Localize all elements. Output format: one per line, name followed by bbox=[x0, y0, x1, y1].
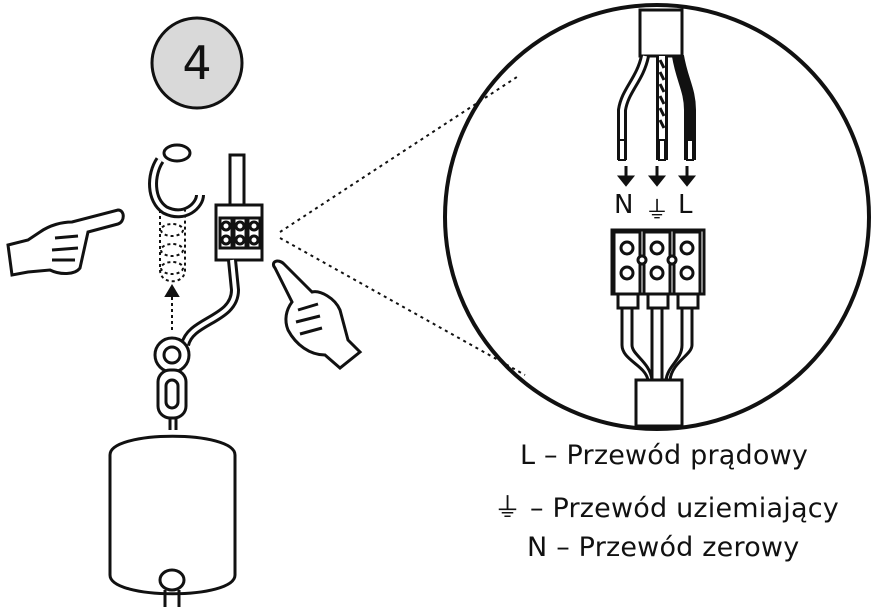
wire-label-earth: ⏚ bbox=[645, 196, 669, 224]
zoom-line-bottom bbox=[279, 237, 526, 376]
terminal-block bbox=[610, 228, 706, 310]
pointing-hand-right bbox=[271, 259, 363, 370]
bottom-wires bbox=[620, 308, 694, 428]
zoom-line-top bbox=[279, 74, 521, 233]
wire-label-live: L bbox=[678, 190, 693, 220]
step-number: 4 bbox=[182, 36, 212, 90]
legend-live-text: – Przewód prądowy bbox=[544, 440, 809, 471]
magnifier-circle bbox=[443, 3, 871, 431]
up-arrow bbox=[164, 284, 180, 330]
wire-label-neutral: N bbox=[614, 190, 634, 220]
legend-earth: ⏚ – Przewód uziemiający bbox=[494, 486, 839, 525]
down-arrows bbox=[616, 166, 697, 187]
left-connector bbox=[180, 153, 264, 347]
legend-live-symbol: L bbox=[520, 440, 536, 471]
pointing-hand-left bbox=[6, 208, 125, 277]
legend-earth-text: – Przewód uziemiający bbox=[530, 493, 839, 524]
legend-live: L – Przewód prądowy bbox=[520, 440, 808, 471]
legend-neutral-symbol: N bbox=[527, 532, 548, 563]
canopy-plate bbox=[108, 336, 237, 607]
earth-icon: ⏚ bbox=[494, 493, 522, 524]
step-badge bbox=[150, 16, 244, 110]
magnified-connection bbox=[617, 8, 696, 161]
ceiling-hook bbox=[148, 143, 205, 283]
legend-neutral: N – Przewód zerowy bbox=[527, 532, 799, 563]
legend-neutral-text: – Przewód zerowy bbox=[556, 532, 800, 563]
